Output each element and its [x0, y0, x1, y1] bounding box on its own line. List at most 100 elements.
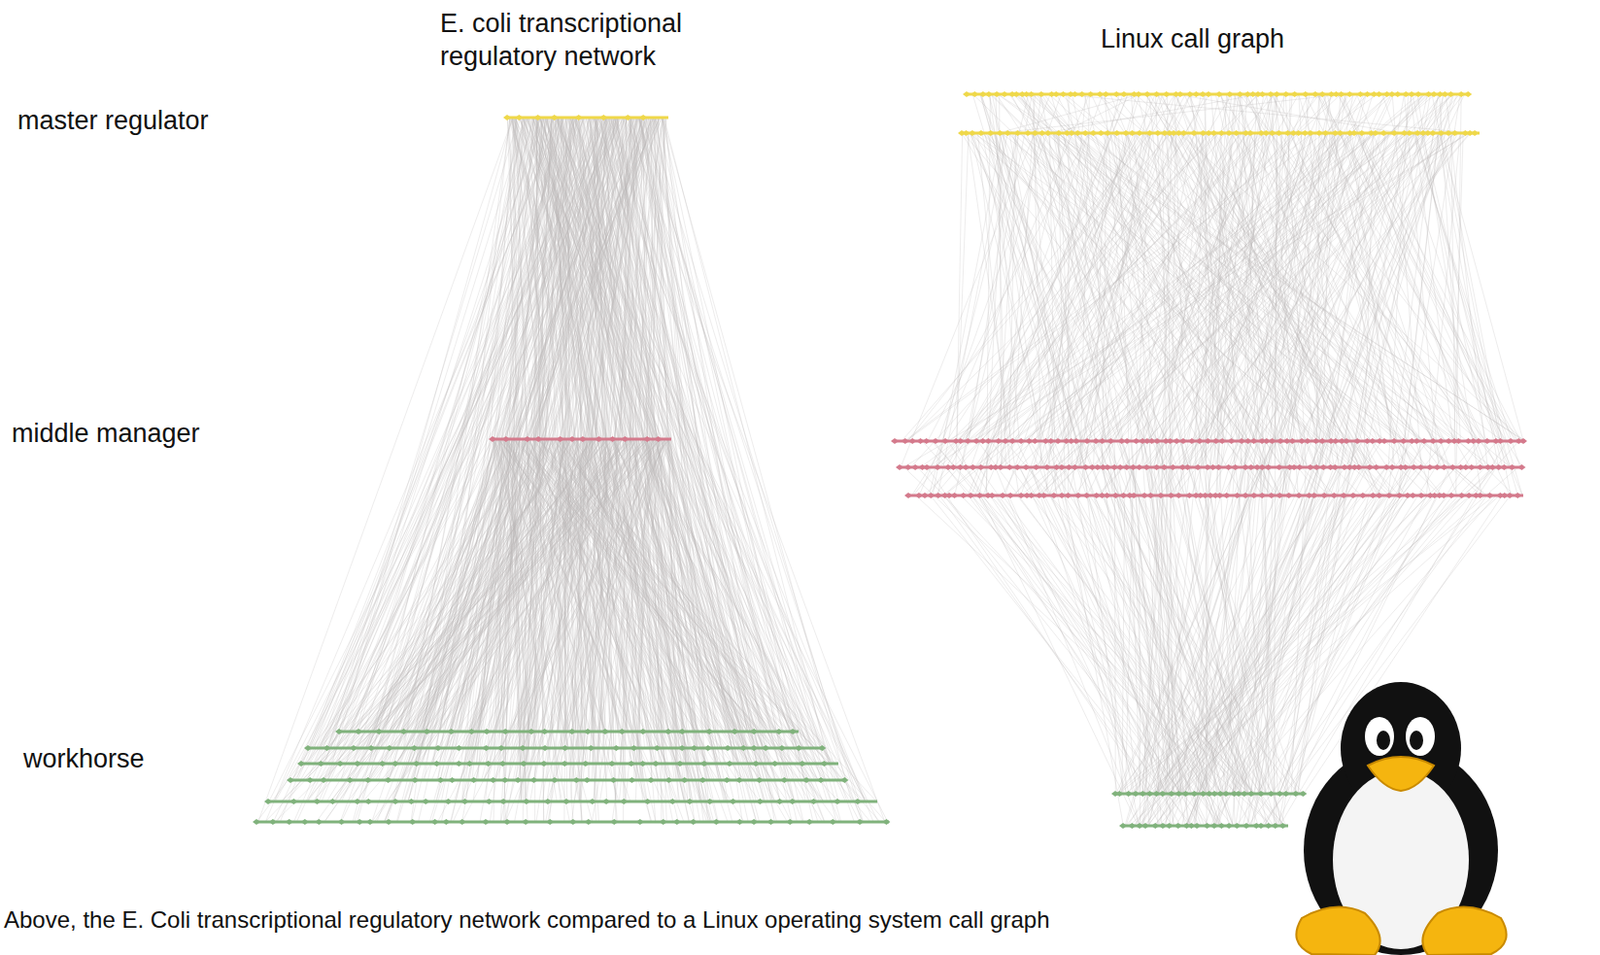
node-dot — [1047, 438, 1056, 444]
node-dot — [992, 91, 1001, 98]
edge-line — [476, 439, 560, 781]
node-dot — [1436, 130, 1445, 137]
node-dot — [484, 798, 493, 805]
node-dot — [788, 728, 797, 735]
edge-line — [1439, 133, 1524, 442]
edge-line — [1031, 133, 1342, 496]
edge-line — [1032, 133, 1089, 442]
node-dot — [1176, 91, 1185, 98]
edge-line — [1028, 94, 1429, 496]
node-dot — [722, 777, 731, 783]
node-dot — [1407, 91, 1416, 98]
node-dot — [578, 436, 587, 443]
edge-line — [977, 94, 1175, 442]
edge-line — [539, 439, 731, 781]
edge-line — [569, 117, 826, 781]
node-dot — [627, 777, 636, 783]
node-dot — [690, 745, 699, 751]
node-dot — [431, 818, 440, 825]
edge-line — [363, 439, 649, 732]
edge-line — [330, 117, 623, 749]
node-dot — [651, 760, 660, 767]
node-dot — [470, 777, 478, 783]
node-dot — [443, 798, 452, 805]
edge-line — [613, 439, 745, 732]
edge-line — [1053, 133, 1186, 826]
node-dot — [1311, 91, 1320, 98]
node-dot — [810, 798, 818, 805]
edge-line — [513, 439, 769, 749]
edge-line — [921, 441, 1272, 826]
edge-line — [575, 439, 661, 749]
edge-line — [1248, 133, 1442, 496]
node-dot — [1072, 438, 1081, 444]
edge-line — [1244, 133, 1444, 496]
edge-line — [550, 439, 575, 732]
node-dot — [1013, 130, 1022, 137]
node-dot — [523, 436, 532, 443]
node-dot — [643, 436, 651, 443]
edge-line — [594, 117, 874, 822]
node-row — [286, 777, 849, 783]
edge-line — [1009, 133, 1139, 826]
edge-line — [511, 439, 668, 732]
node-dot — [1078, 91, 1087, 98]
node-dot — [544, 798, 552, 805]
node-dot — [1083, 438, 1091, 444]
edge-line — [373, 439, 513, 732]
edge-line — [538, 439, 831, 781]
edge-line — [565, 439, 739, 764]
node-dot — [985, 91, 993, 98]
node-dot — [1145, 130, 1154, 137]
node-dot — [798, 760, 807, 767]
node-dot — [623, 114, 632, 121]
node-dot — [1371, 130, 1380, 137]
node-dot — [562, 798, 571, 805]
edge-line — [979, 133, 1068, 496]
edge-line — [614, 117, 776, 802]
edge-line — [1445, 94, 1488, 468]
edge-line — [937, 133, 1008, 496]
edge-line — [531, 117, 711, 822]
edge-line — [340, 439, 667, 764]
edge-line — [1149, 94, 1185, 468]
node-dot — [412, 760, 421, 767]
edge-line — [1216, 495, 1464, 794]
edge-line — [1356, 94, 1523, 496]
node-dot — [289, 798, 298, 805]
node-dot — [1362, 91, 1371, 98]
edge-line — [1063, 133, 1191, 826]
node-dot — [1227, 438, 1236, 444]
edge-line — [1226, 94, 1258, 794]
edge-line — [547, 117, 841, 822]
node-dot — [581, 760, 590, 767]
node-dot — [689, 818, 698, 825]
edge-line — [1241, 94, 1279, 794]
node-dot — [499, 798, 508, 805]
edge-line — [422, 439, 537, 732]
node-dot — [501, 728, 510, 735]
edge-line — [625, 439, 667, 749]
node-dot — [908, 438, 917, 444]
edge-line — [1009, 133, 1017, 442]
node-dot — [855, 818, 864, 825]
edge-line — [1236, 94, 1252, 134]
node-dot — [1179, 130, 1188, 137]
node-dot — [569, 818, 578, 825]
node-dot — [374, 728, 383, 735]
edge-line — [1191, 94, 1275, 794]
edge-line — [970, 133, 1129, 794]
edge-line — [913, 133, 1211, 496]
edge-line — [306, 117, 605, 781]
node-dot — [594, 436, 603, 443]
edge-line — [969, 133, 1386, 496]
edge-line — [1244, 133, 1429, 468]
edge-line — [960, 94, 1032, 468]
node-dot — [775, 728, 783, 735]
node-dot — [678, 728, 686, 735]
edge-line — [611, 439, 828, 764]
edge-line — [545, 439, 665, 781]
node-dot — [518, 745, 527, 751]
node-dot — [454, 760, 463, 767]
node-dot — [355, 818, 364, 825]
